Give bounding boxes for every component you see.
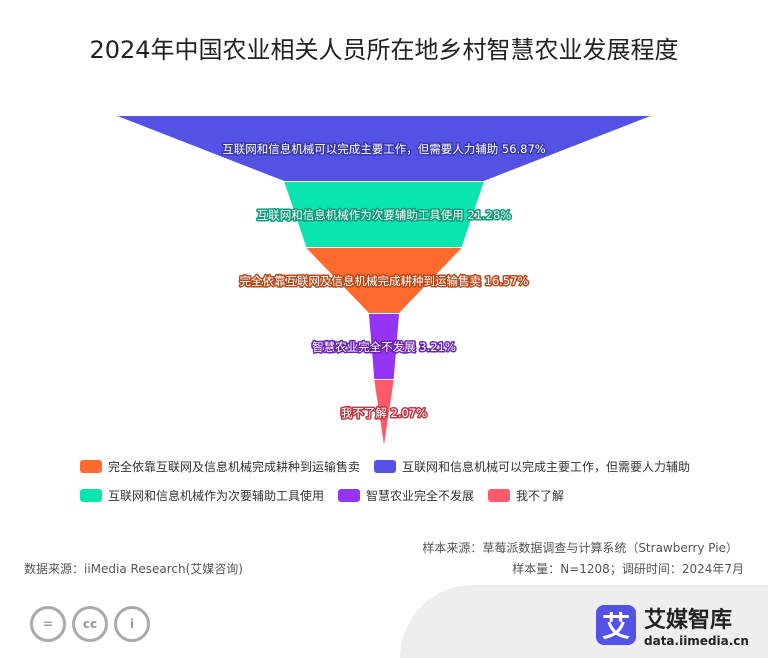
data-source: 数据来源：iiMedia Research(艾媒咨询): [24, 562, 243, 576]
funnel-segment: [374, 380, 394, 445]
cc-icon: cc: [72, 606, 108, 642]
legend-item[interactable]: 完全依靠互联网及信息机械完成耕种到运输售卖: [80, 458, 360, 475]
funnel-chart: 互联网和信息机械可以完成主要工作，但需要人力辅助 56.87% 互联网和信息机械作…: [117, 116, 651, 445]
chart-title: 2024年中国农业相关人员所在地乡村智慧农业发展程度: [89, 36, 679, 64]
funnel-segment: [117, 116, 651, 181]
footer-background: [400, 585, 768, 658]
legend-item[interactable]: 智慧农业完全不发展: [338, 487, 474, 504]
legend-swatch: [488, 489, 511, 502]
sample-size: 样本量：N=1208；调研时间：2024年7月: [512, 562, 744, 576]
funnel-label: 智慧农业完全不发展 3.21%: [312, 340, 456, 354]
legend-item[interactable]: 我不了解: [488, 487, 564, 504]
logo-name: 艾媒智库: [644, 608, 733, 633]
funnel-label: 完全依靠互联网及信息机械完成耕种到运输售卖 16.57%: [239, 274, 528, 288]
legend-swatch: [338, 489, 361, 502]
legend-item[interactable]: 互联网和信息机械可以完成主要工作，但需要人力辅助: [374, 458, 690, 475]
iimedia-logo: 艾 艾媒智库 data.iimedia.cn: [596, 602, 749, 648]
legend-swatch: [80, 460, 102, 473]
legend-label: 智慧农业完全不发展: [366, 489, 475, 503]
cc-license: = cc i: [30, 606, 150, 642]
funnel-segment: [306, 248, 462, 313]
logo-url: data.iimedia.cn: [644, 634, 749, 648]
nd-icon: =: [30, 606, 66, 642]
legend-label: 互联网和信息机械作为次要辅助工具使用: [108, 489, 325, 503]
funnel-label: 我不了解 2.07%: [341, 406, 427, 420]
funnel-label: 互联网和信息机械可以完成主要工作，但需要人力辅助 56.87%: [222, 142, 546, 156]
legend-label: 我不了解: [516, 489, 565, 503]
legend-label: 互联网和信息机械可以完成主要工作，但需要人力辅助: [402, 460, 691, 474]
legend-label: 完全依靠互联网及信息机械完成耕种到运输售卖: [108, 460, 361, 474]
legend-swatch: [374, 460, 397, 473]
legend-item[interactable]: 互联网和信息机械作为次要辅助工具使用: [80, 487, 324, 504]
funnel-segment: [368, 314, 400, 379]
funnel-segment: [284, 182, 484, 247]
sample-source: 样本来源：草莓派数据调查与计算系统（Strawberry Pie）: [422, 541, 738, 555]
legend-swatch: [80, 489, 102, 502]
logo-mark: 艾: [596, 605, 636, 645]
funnel-label: 互联网和信息机械作为次要辅助工具使用 21.28%: [257, 208, 512, 222]
legend: 完全依靠互联网及信息机械完成耕种到运输售卖 互联网和信息机械可以完成主要工作，但需…: [80, 458, 740, 516]
by-icon: i: [114, 606, 150, 642]
